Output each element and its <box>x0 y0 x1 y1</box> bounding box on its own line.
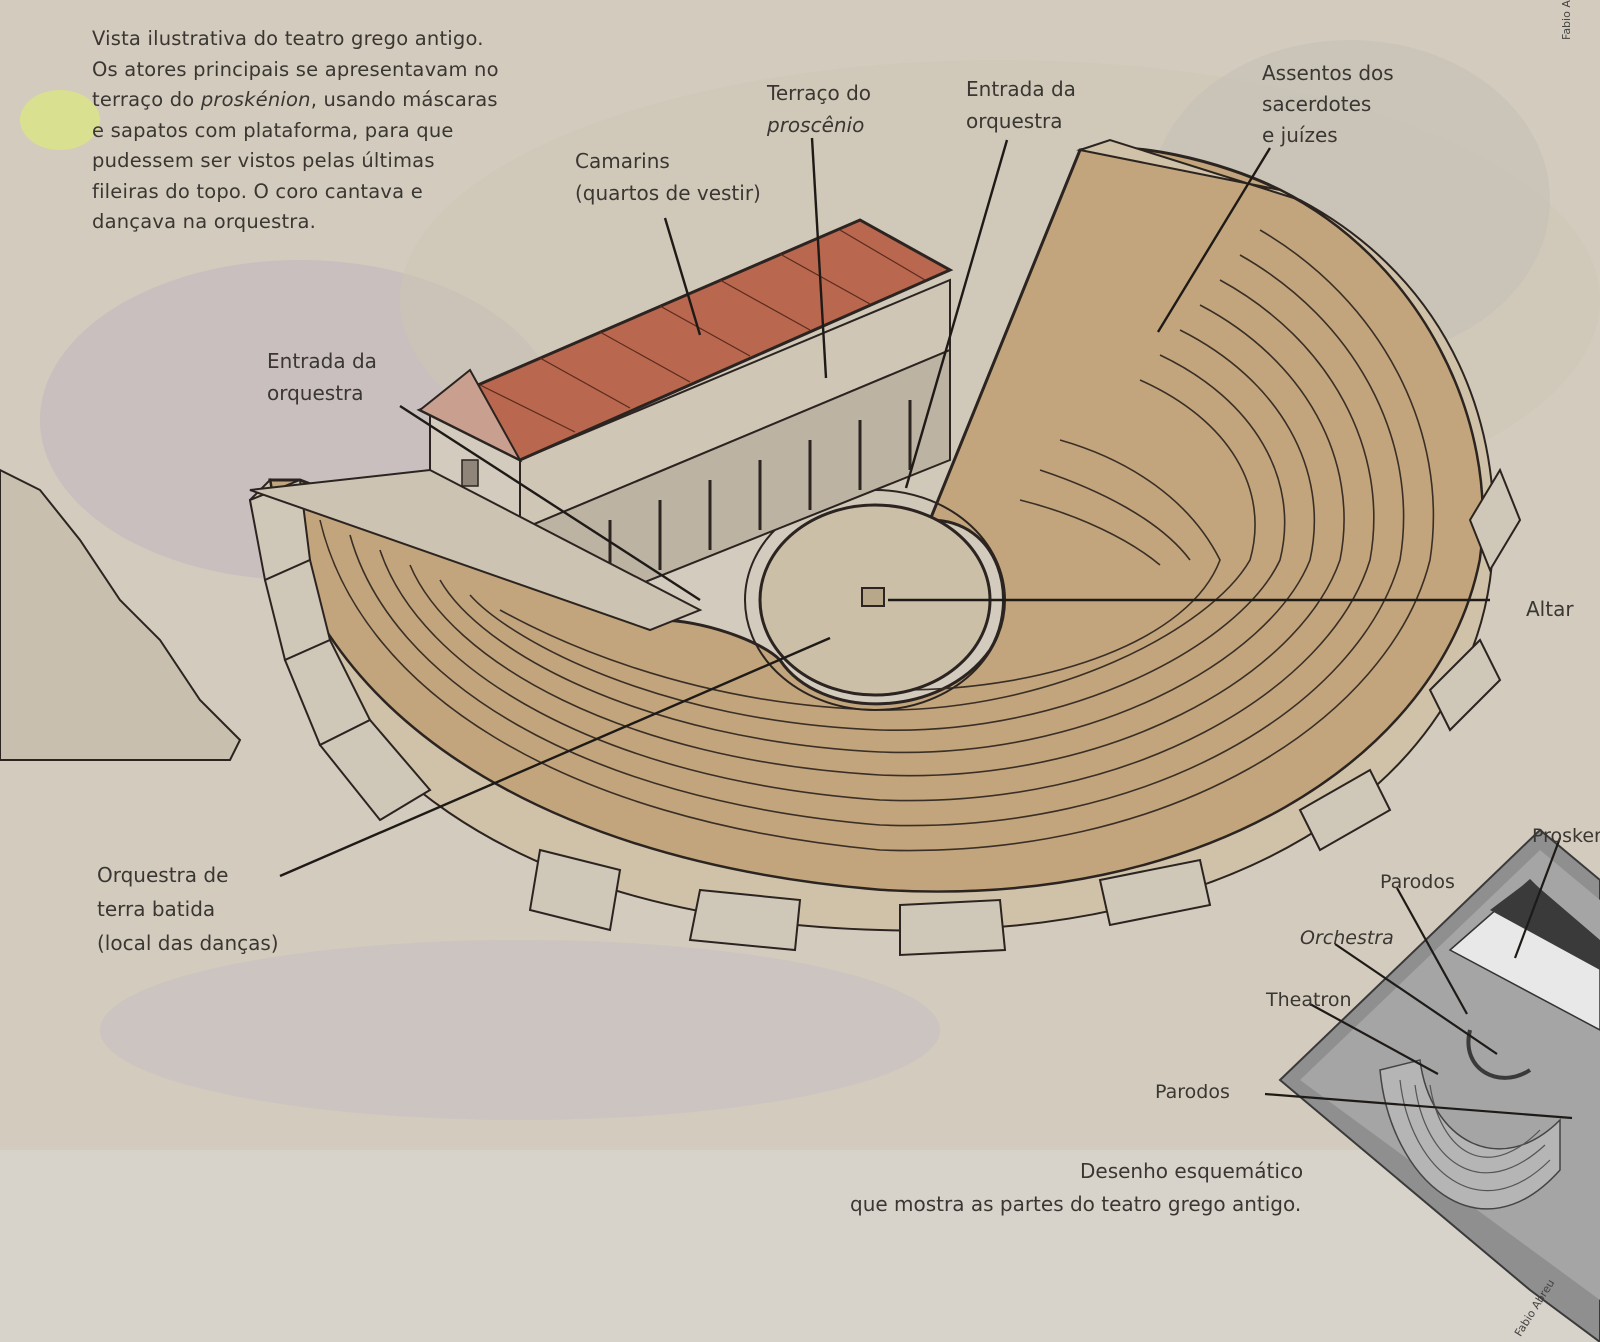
schematic-labels: Prosken Parodos Orchestra Theatron Parod… <box>1155 825 1600 1103</box>
credit-top: Fabio Abreu <box>1560 0 1573 40</box>
label-theatron: Theatron <box>1265 989 1352 1011</box>
intro-line-3: terraço do proskénion, usando máscaras <box>92 88 498 111</box>
left-hill <box>0 468 242 761</box>
intro-line-1: Vista ilustrativa do teatro grego antigo… <box>92 27 484 50</box>
intro-text: Vista ilustrativa do teatro grego antigo… <box>92 24 499 238</box>
label-prosken: Prosken <box>1532 825 1600 847</box>
label-terraco: Terraço do proscênio <box>766 81 877 137</box>
label-orchestra: Orchestra <box>1300 927 1394 949</box>
label-assentos: Assentos dos sacerdotes e juízes <box>1262 61 1400 147</box>
label-entrada-orquestra-left: Entrada da orquestra <box>267 349 383 405</box>
label-parodos-bottom: Parodos <box>1155 1081 1230 1103</box>
intro-line-7: dançava na orquestra. <box>92 210 317 233</box>
schematic-drawing <box>1264 828 1600 1342</box>
intro-line-5: pudessem ser vistos pelas últimas <box>92 149 435 172</box>
label-altar: Altar <box>1526 597 1574 621</box>
label-entrada-orquestra-right: Entrada da orquestra <box>966 77 1082 133</box>
label-orquestra-terra: Orquestra de terra batida (local das dan… <box>97 863 279 955</box>
intro-line-6: fileiras do topo. O coro cantava e <box>92 179 423 203</box>
diagram-labels: Camarins (quartos de vestir) Terraço do … <box>97 61 1574 955</box>
skene-building <box>249 218 954 632</box>
leader-lines <box>279 137 1490 878</box>
altar <box>861 587 885 607</box>
schematic-caption: Desenho esquemático que mostra as partes… <box>850 1155 1370 1221</box>
label-camarins: Camarins (quartos de vestir) <box>575 149 761 205</box>
caption-line-2: que mostra as partes do teatro grego ant… <box>850 1192 1302 1216</box>
label-parodos-top: Parodos <box>1380 871 1455 893</box>
caption-line-1: Desenho esquemático <box>1080 1159 1304 1183</box>
intro-line-4: e sapatos com plataforma, para que <box>92 118 454 142</box>
intro-line-2: Os atores principais se apresentavam no <box>92 57 499 81</box>
